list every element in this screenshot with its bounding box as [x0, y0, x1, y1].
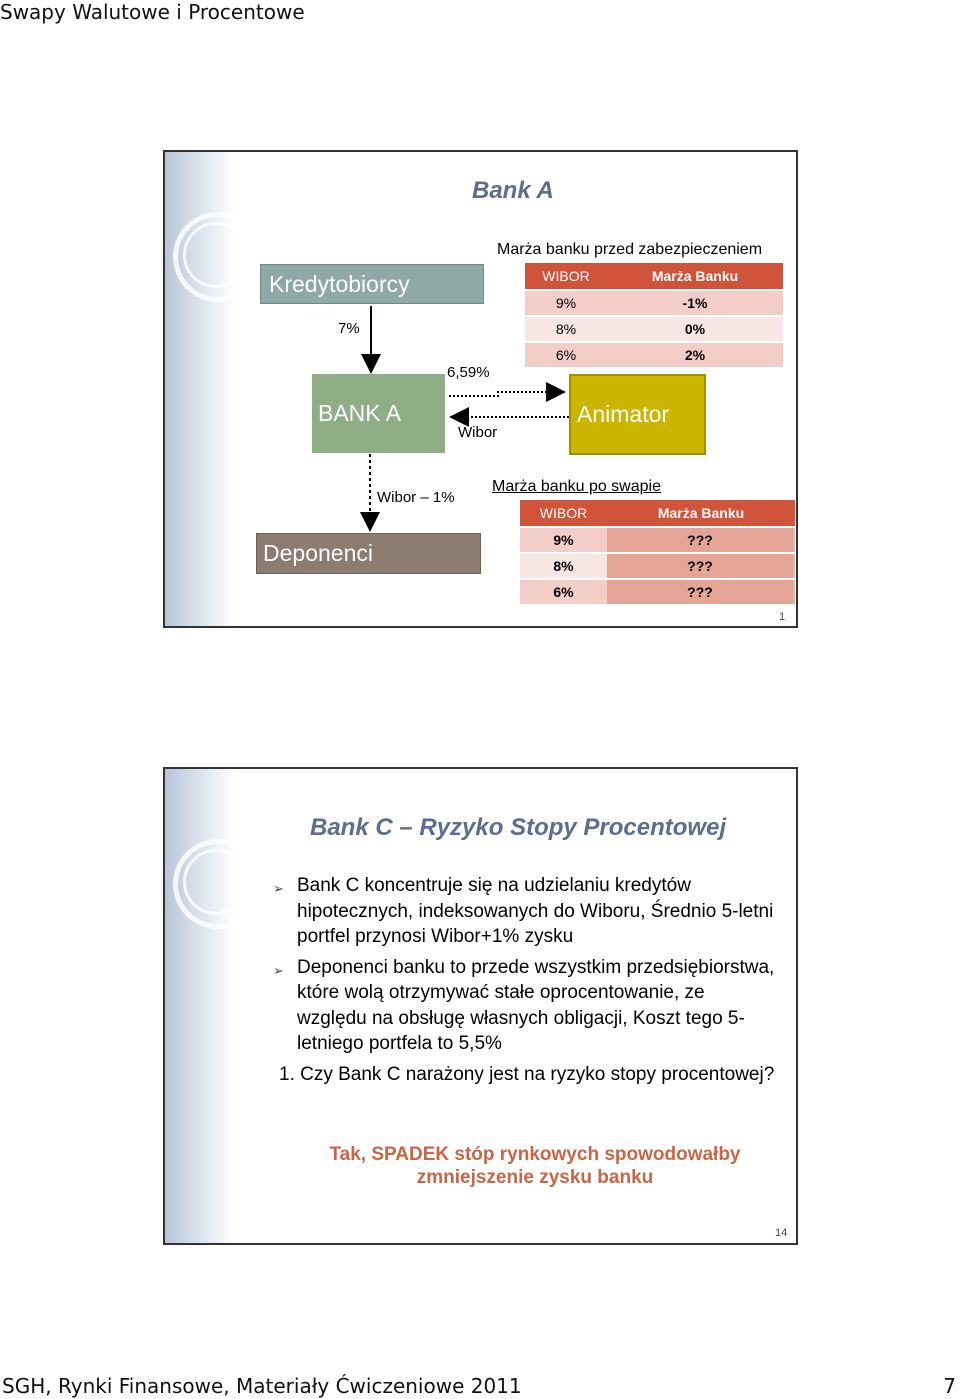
- decoration-circle: [183, 222, 249, 288]
- slide-number: 14: [775, 1227, 788, 1239]
- list-item: ➢ Deponenci banku to przede wszystkim pr…: [269, 955, 779, 1057]
- margin-after-table: WIBOR Marża Banku 9% ??? 8% ??? 6% ???: [520, 498, 795, 606]
- slide-title: Bank A: [472, 177, 554, 204]
- table-cell: 2%: [684, 347, 706, 363]
- flow-arrows: [360, 306, 569, 532]
- arrow-bank-to-animator: [449, 382, 566, 402]
- table-cell: 9%: [555, 295, 577, 311]
- question-text: 1. Czy Bank C narażony jest na ryzyko st…: [279, 1063, 775, 1085]
- table-row: 6% ???: [520, 580, 795, 604]
- table-row: 9% -1%: [525, 291, 783, 315]
- bullet-text: Bank C koncentruje się na udzielaniu kre…: [297, 875, 774, 947]
- bullet-list: ➢ Bank C koncentruje się na udzielaniu k…: [269, 873, 779, 1087]
- slide-number: 1: [779, 611, 786, 623]
- table-cell: 6%: [520, 580, 607, 604]
- table-row: 8% 0%: [525, 317, 783, 341]
- wibor-label: Wibor: [458, 424, 498, 441]
- rate-659-label: 6,59%: [447, 364, 490, 381]
- depositors-box: Deponenci: [256, 533, 481, 574]
- table-cell: 8%: [555, 321, 577, 337]
- table1-caption: Marża banku przed zabezpieczeniem: [497, 241, 763, 258]
- bullet-arrow-icon: ➢: [273, 881, 284, 896]
- borrowers-box: Kredytobiorcy: [260, 264, 484, 304]
- table-header-row: WIBOR Marża Banku: [520, 500, 795, 526]
- table-row: 8% ???: [520, 554, 795, 578]
- table-header-cell: WIBOR: [525, 263, 607, 289]
- table-header-cell: Marża Banku: [607, 500, 795, 526]
- animator-box: Animator: [569, 374, 706, 455]
- animator-label: Animator: [577, 401, 670, 427]
- document-page-number: 7: [943, 1374, 956, 1398]
- decoration-circle: [183, 849, 249, 915]
- table-cell: ???: [607, 554, 795, 578]
- bank-a-label: BANK A: [318, 400, 402, 426]
- table-cell: ???: [607, 528, 795, 552]
- slide-bank-c: Bank C – Ryzyko Stopy Procentowej ➢ Bank…: [163, 767, 798, 1245]
- decoration-circle: [173, 212, 263, 302]
- answer-text: Tak, SPADEK stóp rynkowych spowodowałby …: [265, 1143, 796, 1189]
- table-cell: 0%: [684, 321, 706, 337]
- table-cell: 8%: [520, 554, 607, 578]
- answer-line: Tak, SPADEK stóp rynkowych spowodowałby: [329, 1144, 741, 1165]
- table-cell: -1%: [682, 295, 708, 311]
- decoration-circle: [173, 839, 263, 929]
- slide-title: Bank C – Ryzyko Stopy Procentowej: [310, 814, 727, 841]
- margin-before-table: WIBOR Marża Banku 9% -1% 8% 0% 6% 2%: [525, 261, 783, 369]
- table2-caption: Marża banku po swapie: [492, 478, 661, 495]
- borrowers-label: Kredytobiorcy: [269, 270, 410, 297]
- table-cell: 6%: [555, 347, 577, 363]
- rate-7-label: 7%: [338, 320, 360, 337]
- depositors-label: Deponenci: [263, 540, 373, 566]
- table-row: 9% ???: [520, 528, 795, 552]
- table-header-cell: Marża Banku: [607, 263, 783, 289]
- table-row: 6% 2%: [525, 343, 783, 367]
- table-cell: 9%: [520, 528, 607, 552]
- list-item: ➢ Bank C koncentruje się na udzielaniu k…: [269, 873, 779, 950]
- slide-bank-a: Bank A Kredytobiorcy 7% 6,59% BANK A Ani…: [163, 150, 798, 628]
- bullet-text: Deponenci banku to przede wszystkim prze…: [297, 956, 775, 1055]
- answer-line: zmniejszenie zysku banku: [416, 1167, 654, 1188]
- wibor-minus-label: Wibor – 1%: [377, 489, 455, 506]
- bank-a-box: BANK A: [312, 374, 445, 453]
- document-footer-text: SGH, Rynki Finansowe, Materiały Ćwiczeni…: [2, 1374, 522, 1398]
- table-cell: ???: [607, 580, 795, 604]
- table-header-cell: WIBOR: [520, 500, 607, 526]
- bullet-arrow-icon: ➢: [273, 962, 284, 978]
- table-header-row: WIBOR Marża Banku: [525, 263, 783, 289]
- document-header-title: Swapy Walutowe i Procentowe: [0, 0, 305, 24]
